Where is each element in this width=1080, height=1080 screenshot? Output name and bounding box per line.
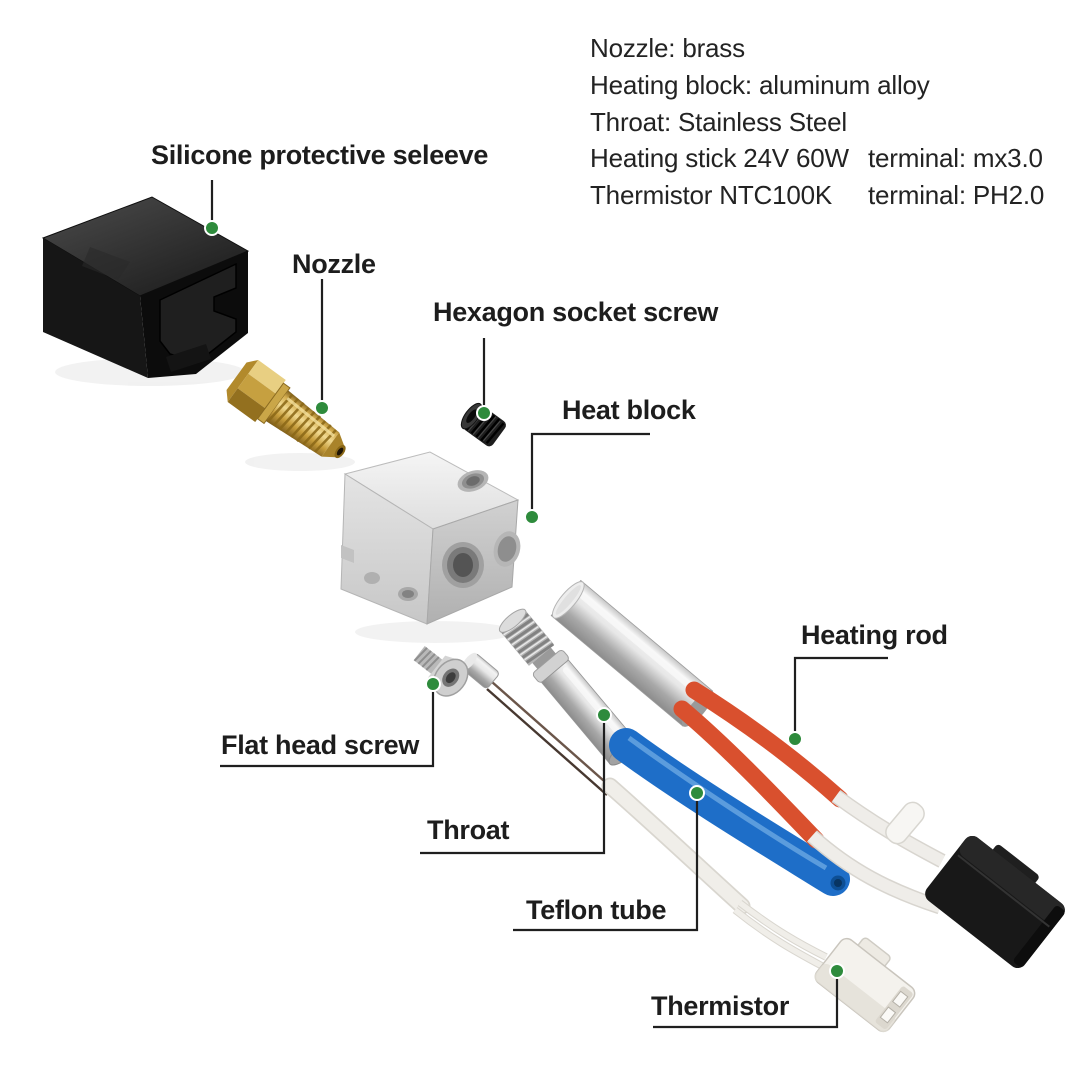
ph2-connector-part [814,937,916,1033]
callout-dot-teflon-tube [689,785,705,801]
spec-row-heating-block: Heating block: aluminum alloy [590,67,1044,104]
callout-dot-silicone-sleeve [204,220,220,236]
callout-dot-thermistor [829,963,845,979]
spec-text: terminal: mx3.0 [868,143,1043,174]
spec-text: Thermistor NTC100K [590,180,833,211]
label-heat-block: Heat block [562,395,696,425]
spec-text: Heating stick 24V 60W [590,143,849,174]
heating-rod-part [550,579,714,727]
callout-dot-hex-screw [476,405,492,421]
label-throat: Throat [427,815,510,845]
wire-ferrule [885,801,925,845]
heat-block-part [340,451,521,625]
label-heating-rod: Heating rod [801,620,948,650]
flat-head-screw-part [413,645,469,697]
spec-list: Nozzle: brass Heating block: aluminum al… [590,30,1044,214]
silicone-sleeve-part [41,196,250,378]
label-silicone-sleeve: Silicone protective seleeve [151,140,489,170]
callout-dot-nozzle [314,400,330,416]
callout-dots [204,220,845,979]
nozzle-part [226,359,346,459]
thermistor-sleeve [601,777,828,970]
leader-lines [210,180,888,1029]
label-nozzle: Nozzle [292,249,376,279]
spec-row-thermistor: Thermistor NTC100K terminal: PH2.0 [590,177,1044,214]
mx3-connector-part [925,835,1065,969]
leader-heating-rod [793,656,888,733]
spec-text: terminal: PH2.0 [868,180,1045,211]
leader-teflon-tube [513,799,699,932]
spec-text: Nozzle: brass [590,33,745,63]
spec-row-throat: Throat: Stainless Steel [590,104,1044,141]
leader-throat [420,721,606,855]
spec-row-heating-stick: Heating stick 24V 60W terminal: mx3.0 [590,140,1044,177]
callout-dot-flat-head-screw [425,676,441,692]
heater-wires [673,681,1065,969]
callout-dot-throat [596,707,612,723]
leader-heat-block [530,432,650,511]
spec-text: Heating block: aluminum alloy [590,69,930,100]
leader-thermistor [653,977,839,1029]
callout-dot-heating-rod [787,731,803,747]
callout-dot-heat-block [524,509,540,525]
spec-row-nozzle: Nozzle: brass [590,30,1044,67]
spec-text: Throat: Stainless Steel [590,106,847,137]
leader-flat-head-screw [220,690,435,768]
teflon-tube-part [609,728,850,896]
label-hex-screw: Hexagon socket screw [433,297,719,327]
label-flat-head-screw: Flat head screw [221,730,420,760]
label-teflon-tube: Teflon tube [526,895,667,925]
label-thermistor: Thermistor [651,991,790,1021]
